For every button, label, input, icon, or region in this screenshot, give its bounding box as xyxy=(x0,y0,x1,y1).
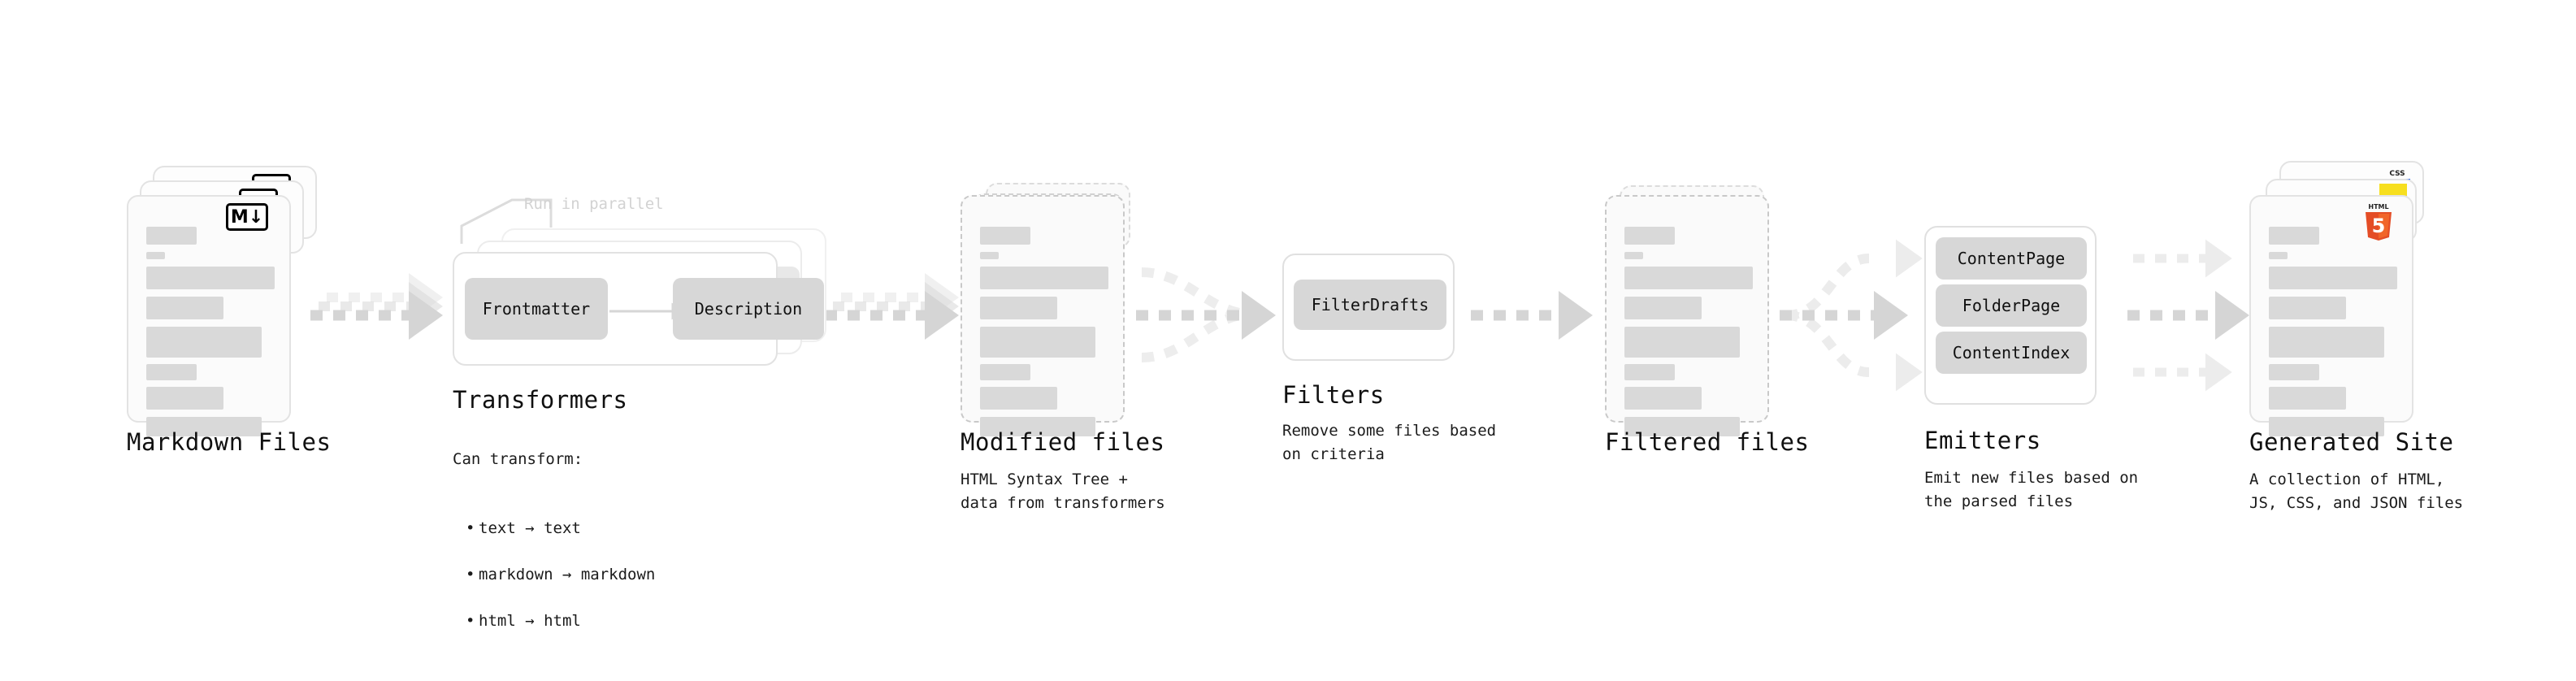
svg-text:CSS: CSS xyxy=(2389,170,2405,178)
parallel-annotation: Run in parallel xyxy=(524,195,664,213)
content-bar xyxy=(1624,417,1740,436)
arrow-transformers-to-modified xyxy=(825,273,959,340)
content-bar xyxy=(146,364,197,380)
content-bar xyxy=(146,297,223,319)
content-bar xyxy=(980,417,1095,436)
page-title-transformers: Transformers xyxy=(453,386,628,414)
emitter-chip-label: FolderPage xyxy=(1962,296,2061,315)
content-bar xyxy=(1624,252,1643,259)
content-bar xyxy=(980,327,1095,358)
svg-text:HTML: HTML xyxy=(2368,203,2388,210)
content-bar xyxy=(2269,417,2384,436)
content-bar xyxy=(1624,267,1753,289)
transformer-chip-label: Description xyxy=(694,299,803,319)
content-bar xyxy=(980,252,999,259)
transformers-description-heading: Can transform: xyxy=(453,449,583,468)
svg-text:5: 5 xyxy=(2372,215,2386,237)
transformer-chip-description[interactable]: Description xyxy=(673,278,824,340)
content-bar xyxy=(2269,387,2346,410)
emitter-chip-label: ContentIndex xyxy=(1952,343,2071,362)
markdown-icon: M↓ xyxy=(226,203,268,231)
content-bar xyxy=(2269,227,2319,245)
transformer-chip-label: Frontmatter xyxy=(482,299,591,319)
content-bar xyxy=(146,267,275,289)
page-title-generated-site: Generated Site xyxy=(2249,428,2454,456)
content-bar xyxy=(980,387,1057,410)
filter-chip-filterdrafts[interactable]: FilterDrafts xyxy=(1294,280,1446,330)
content-bar xyxy=(146,387,223,410)
arrow-modified-to-filters xyxy=(1136,267,1276,362)
modified-card-front[interactable] xyxy=(961,195,1125,436)
content-bar xyxy=(2269,252,2288,259)
transformers-description-list: text → text markdown → markdown html → h… xyxy=(453,494,729,657)
filters-description: Remove some files based on criteria xyxy=(1282,422,1497,463)
emitter-chip-contentindex[interactable]: ContentIndex xyxy=(1936,332,2087,374)
content-bar xyxy=(2269,364,2319,380)
markdown-card-front[interactable] xyxy=(127,195,291,436)
content-bar xyxy=(1624,297,1702,319)
emitters-description: Emit new files based on the parsed files xyxy=(1924,469,2139,510)
arrow-filters-to-filtered xyxy=(1471,291,1593,340)
arrow-emitters-to-site xyxy=(2127,239,2249,392)
filtered-card-front[interactable] xyxy=(1605,195,1769,436)
page-title-filters: Filters xyxy=(1282,381,1385,409)
page-title-emitters: Emitters xyxy=(1924,427,2041,454)
arrow-filtered-to-emitters xyxy=(1780,239,1923,392)
list-item: text → text xyxy=(466,517,729,540)
content-bar xyxy=(146,417,262,436)
list-item: markdown → markdown xyxy=(466,563,729,587)
modified-files-description: HTML Syntax Tree + data from transformer… xyxy=(961,471,1165,512)
parallel-bracket-icon xyxy=(460,198,553,244)
content-bar xyxy=(1624,227,1675,245)
arrow-markdown-to-transformers xyxy=(310,273,443,340)
page-title-modified-files: Modified files xyxy=(961,428,1165,456)
filter-chip-label: FilterDrafts xyxy=(1311,295,1429,314)
emitter-chip-contentpage[interactable]: ContentPage xyxy=(1936,237,2087,280)
content-bar xyxy=(980,227,1030,245)
emitter-chip-folderpage[interactable]: FolderPage xyxy=(1936,284,2087,327)
page-title-markdown-files: Markdown Files xyxy=(127,428,332,456)
content-bar xyxy=(1624,364,1675,380)
transformers-description: Can transform: text → text markdown → ma… xyxy=(453,424,729,679)
content-bar xyxy=(2269,327,2384,358)
content-bar xyxy=(146,327,262,358)
content-bar xyxy=(980,297,1057,319)
generated-site-description: A collection of HTML, JS, CSS, and JSON … xyxy=(2249,471,2464,512)
html5-icon: HTML 5 xyxy=(2366,203,2392,241)
list-item: html → html xyxy=(466,609,729,633)
transformer-chip-frontmatter[interactable]: Frontmatter xyxy=(465,278,608,340)
content-bar xyxy=(980,364,1030,380)
content-bar xyxy=(2269,267,2397,289)
content-bar xyxy=(1624,387,1702,410)
emitter-chip-label: ContentPage xyxy=(1957,249,2066,268)
content-bar xyxy=(980,267,1108,289)
page-title-filtered-files: Filtered files xyxy=(1605,428,1810,456)
content-bar xyxy=(146,227,197,245)
content-bar xyxy=(146,252,165,259)
content-bar xyxy=(2269,297,2346,319)
markdown-icon-letter: M xyxy=(230,206,249,228)
content-bar xyxy=(1624,327,1740,358)
